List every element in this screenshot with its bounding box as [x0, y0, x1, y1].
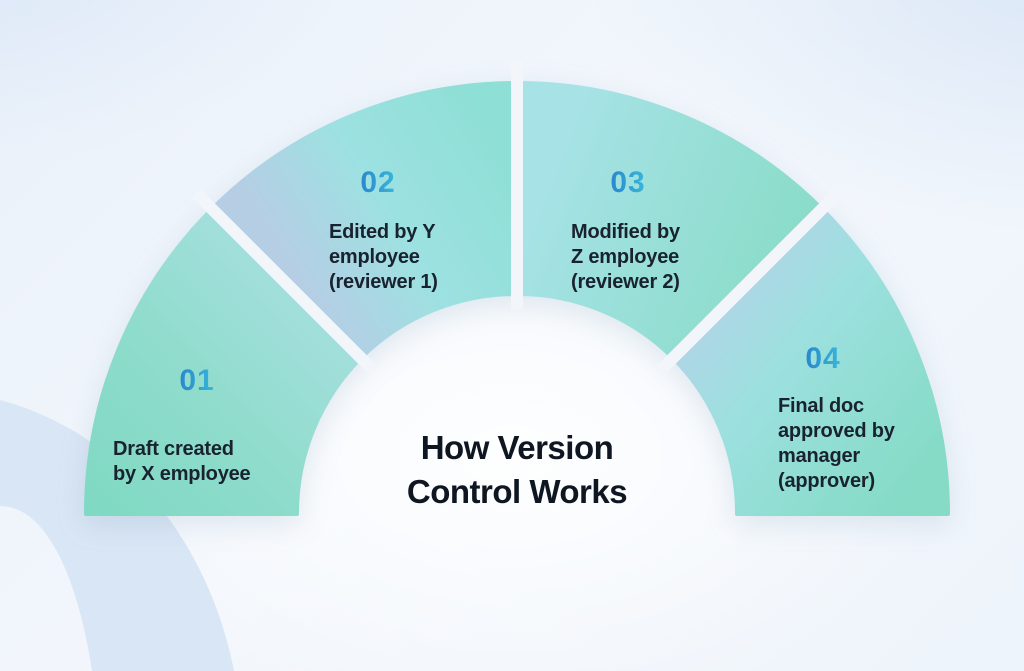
- step-03-label: Modified by Z employee (reviewer 2): [571, 220, 695, 295]
- step-03-label-line: (reviewer 2): [571, 271, 680, 293]
- arch-segment-01: [83, 207, 363, 516]
- step-03: 03 Modified by Z employee (reviewer 2): [571, 168, 695, 295]
- step-02-label-line: employee: [329, 246, 420, 268]
- step-02-label-line: Edited by Y: [329, 221, 436, 243]
- step-03-number-text: 03: [610, 166, 646, 199]
- background-arc-decoration: [0, 400, 234, 671]
- step-02: 02 Edited by Y employee (reviewer 1): [329, 168, 455, 295]
- arch-segment-02: [210, 80, 519, 360]
- step-02-number-text: 02: [360, 166, 396, 199]
- step-04: 04 Final doc approved by manager (approv…: [778, 344, 908, 494]
- step-01-label-line: Draft created: [113, 438, 234, 460]
- segment-divider: [657, 188, 843, 374]
- arch-segment-04: [671, 207, 951, 516]
- step-04-number-text: 04: [805, 342, 841, 375]
- step-04-label-line: manager: [778, 445, 860, 467]
- step-04-number: 04: [778, 344, 908, 374]
- step-01: 01 Draft created by X employee: [113, 366, 281, 487]
- title-line-2: Control Works: [406, 473, 628, 510]
- arch-segment-03: [515, 80, 824, 360]
- step-03-label-line: Z employee: [571, 246, 680, 268]
- step-04-label: Final doc approved by manager (approver): [778, 394, 908, 494]
- segment-divider: [191, 188, 377, 374]
- title-line-1: How Version: [420, 429, 614, 466]
- step-03-number: 03: [571, 168, 695, 198]
- step-04-label-line: Final doc: [778, 395, 864, 417]
- step-01-number: 01: [113, 366, 281, 396]
- step-01-label: Draft created by X employee: [113, 437, 281, 487]
- diagram-title: How Version Control Works: [355, 426, 679, 514]
- segment-divider: [511, 60, 523, 310]
- step-04-label-line: (approver): [778, 470, 875, 492]
- step-02-number: 02: [329, 168, 455, 198]
- step-01-label-line: by X employee: [113, 463, 251, 485]
- step-02-label-line: (reviewer 1): [329, 271, 438, 293]
- step-02-label: Edited by Y employee (reviewer 1): [329, 220, 455, 295]
- step-01-number-text: 01: [179, 364, 215, 397]
- step-03-label-line: Modified by: [571, 221, 680, 243]
- step-04-label-line: approved by: [778, 420, 895, 442]
